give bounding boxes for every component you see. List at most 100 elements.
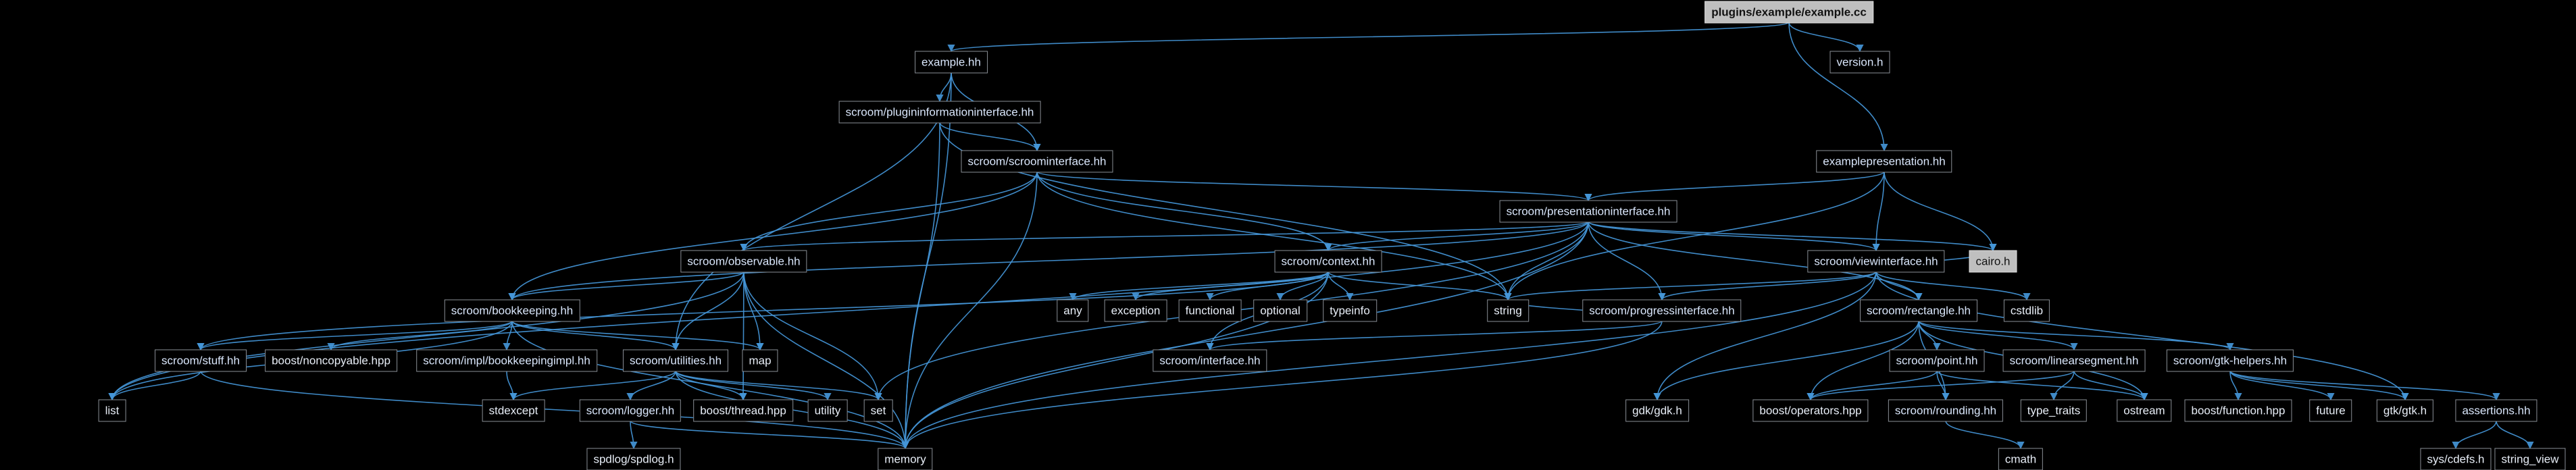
graph-node-bookkeeping[interactable]: scroom/bookkeeping.hh [444,299,580,322]
graph-node-viewinterface[interactable]: scroom/viewinterface.hh [1807,250,1945,273]
graph-node-functional: functional [1178,299,1242,322]
graph-node-any: any [1057,299,1089,322]
include-edge-observable-boostthread [739,271,747,401]
include-edge-rounding-cmath [1945,420,2025,450]
include-edge-bookkeeping-utilities [511,320,680,351]
include-edge-logger-memory [630,420,909,450]
graph-node-set: set [863,399,893,422]
graph-node-example_hh[interactable]: example.hh [915,51,988,74]
include-edge-linearsegment-typetraits [2050,370,2075,401]
graph-node-examplepresentation[interactable]: examplepresentation.hh [1816,150,1952,173]
graph-node-context[interactable]: scroom/context.hh [1274,250,1382,273]
include-edge-scroominterface-context [1036,171,1332,252]
include-edge-context-optional [1276,271,1329,301]
include-edge-observable-memory [743,271,909,450]
include-edge-viewinterface-cstdlib [1875,271,2031,301]
include-edge-bookkeeping-noncopyable [327,320,513,351]
include-edge-example_hh-utilities [672,72,952,351]
include-edge-context-exception [1132,271,1329,301]
edges-group [108,22,2534,450]
graph-node-presentationinterface[interactable]: scroom/presentationinterface.hh [1499,200,1677,223]
graph-node-version_h[interactable]: version.h [1829,51,1890,74]
include-edge-observable-utilities [672,271,744,351]
include-edge-logger-spdlog [630,420,638,450]
include-edge-context-string [1328,271,1512,301]
include-edge-viewinterface-gtk [1875,271,2409,401]
graph-node-stringview: string_view [2494,448,2566,470]
include-edge-stuff-list [108,370,201,401]
include-edge-context-any [1069,271,1329,301]
include-edge-viewinterface-rectangle [1875,271,1923,301]
graph-node-list: list [98,399,126,422]
include-edge-rectangle-gtkhelpers [1918,320,2234,351]
graph-node-gtkhelpers[interactable]: scroom/gtk-helpers.hh [2166,349,2294,372]
include-edge-point-boostoperators [1807,370,1938,401]
include-edge-presentationinterface-observable [740,221,1589,252]
graph-node-string: string [1487,299,1529,322]
graph-node-boostthread: boost/thread.hpp [693,399,793,422]
include-edge-stuff-memory [200,370,909,450]
include-edge-presentationinterface-memory [901,221,1589,450]
graph-node-observable[interactable]: scroom/observable.hh [680,250,807,273]
include-edge-rectangle-boostoperators [1807,320,1919,401]
graph-node-rectangle[interactable]: scroom/rectangle.hh [1859,299,1978,322]
graph-node-syscdefs: sys/cdefs.h [2420,448,2492,470]
graph-node-typetraits: type_traits [2020,399,2088,422]
include-edge-bookkeepingimpl-stdexcept [506,370,517,401]
include-edge-example_cc-examplepresentation [1788,22,1888,152]
graph-node-progressinterface[interactable]: scroom/progressinterface.hh [1582,299,1742,322]
include-edge-plugininfo-memory [901,122,940,450]
include-edge-scroominterface-bookkeeping [508,171,1038,301]
graph-node-logger[interactable]: scroom/logger.hh [579,399,682,422]
include-edge-observable-set [743,271,882,401]
include-edge-gtkhelpers-boostfunction [2229,370,2242,401]
graph-node-cairo: cairo.h [1969,250,2017,273]
graph-node-exception: exception [1104,299,1167,322]
include-edge-gtkhelpers-gtk [2229,370,2409,401]
include-edge-viewinterface-gdk [1653,271,1877,401]
include-edge-assertions-syscdefs [2452,420,2497,450]
include-edge-plugininfo-scroominterface [939,122,1041,152]
include-edge-utilities-stdexcept [509,370,676,401]
include-edge-utilities-logger [626,370,676,401]
include-edge-context-stuff [197,271,1329,351]
include-edge-rectangle-linearsegment [1918,320,2078,351]
graph-node-utility: utility [807,399,848,422]
graph-node-gdk: gdk/gdk.h [1625,399,1689,422]
include-edge-scroominterface-string [1036,171,1512,301]
graph-node-bookkeepingimpl[interactable]: scroom/impl/bookkeepingimpl.hh [416,349,597,372]
graph-node-plugininfo[interactable]: scroom/plugininformationinterface.hh [838,101,1041,124]
graph-node-linearsegment[interactable]: scroom/linearsegment.hh [2002,349,2146,372]
include-edge-example_hh-memory [901,72,952,450]
include-edge-observable-bookkeeping [508,271,744,301]
include-edge-examplepresentation-presentationinterface [1584,171,1885,202]
include-edge-observable-list [108,271,744,401]
graph-node-boostfunction: boost/function.hpp [2184,399,2292,422]
graph-node-spdlog: spdlog/spdlog.h [586,448,681,470]
graph-node-assertions[interactable]: assertions.hh [2455,399,2537,422]
graph-node-point[interactable]: scroom/point.hh [1889,349,1985,372]
graph-node-rounding[interactable]: scroom/rounding.hh [1888,399,2004,422]
include-edge-examplepresentation-string [1504,171,1885,301]
graph-node-future: future [2309,399,2352,422]
include-edge-viewinterface-progressinterface [1658,271,1877,301]
graph-node-scroominterface[interactable]: scroom/scroominterface.hh [961,150,1113,173]
include-edge-example_hh-plugininfo [936,72,952,103]
graph-node-cstdlib: cstdlib [2003,299,2050,322]
include-edge-gtkhelpers-future [2229,370,2335,401]
include-edge-context-typeinfo [1328,271,1354,301]
include-edge-plugininfo-string [939,122,1512,301]
graph-node-interface[interactable]: scroom/interface.hh [1153,349,1267,372]
graph-node-utilities[interactable]: scroom/utilities.hh [622,349,729,372]
include-edge-examplepresentation-viewinterface [1872,171,1885,252]
include-edge-presentationinterface-rectangle [1588,221,1923,301]
graph-node-stuff[interactable]: scroom/stuff.hh [155,349,247,372]
graph-node-map: map [742,349,778,372]
include-edge-linearsegment-boostoperators [1807,370,2075,401]
include-edge-bookkeeping-map [511,320,764,351]
graph-node-stdexcept: stdexcept [482,399,545,422]
graph-node-boostoperators: boost/operators.hpp [1752,399,1869,422]
include-edge-presentationinterface-cairo [1588,221,1997,252]
graph-node-noncopyable: boost/noncopyable.hpp [265,349,397,372]
